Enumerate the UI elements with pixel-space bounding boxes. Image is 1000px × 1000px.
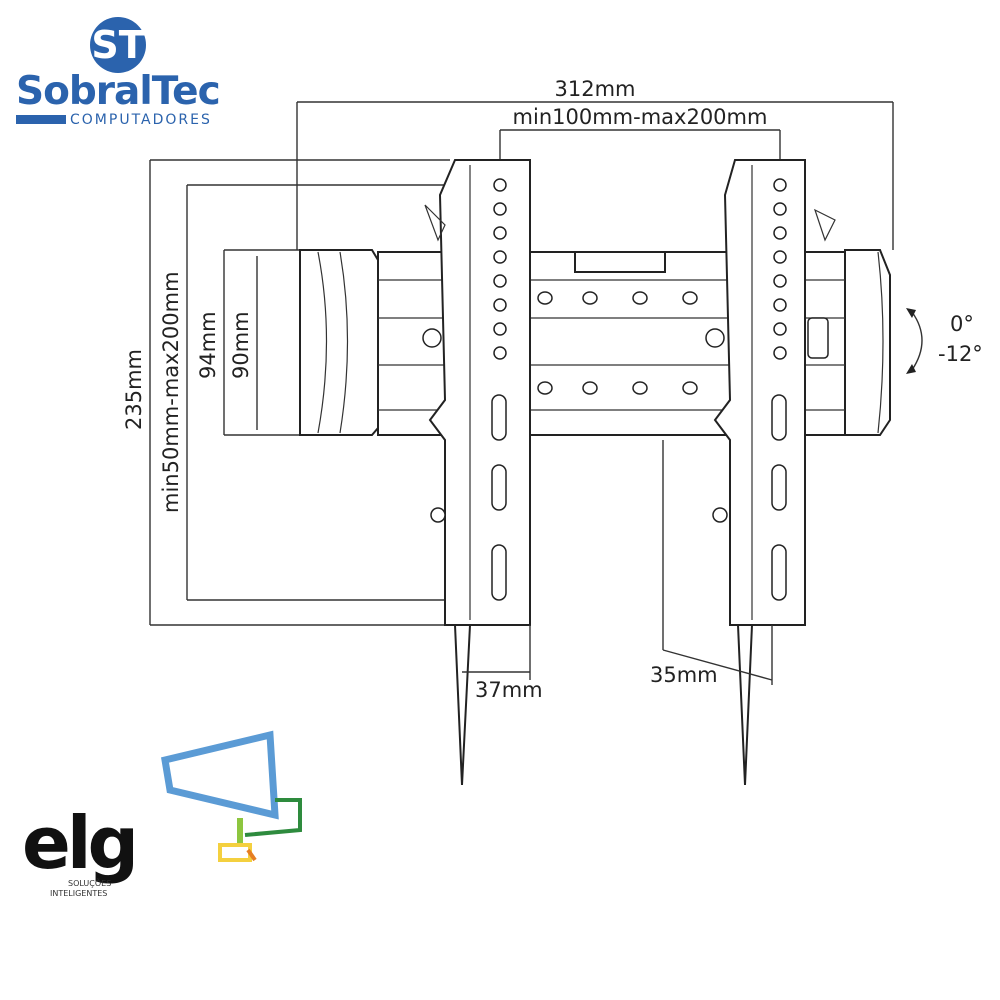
elg-logo-name: elg [22,801,139,885]
logo-monogram: ST [91,23,145,67]
sobraltec-logo-name: SobralTec [16,69,221,114]
left-vesa-plate [422,159,531,786]
sobraltec-logo-tagline: COMPUTADORES [70,112,212,128]
dimension-overall-height-lines [149,159,450,626]
label-block-height-outer: 94mm [196,311,220,379]
elg-logo-mark [161,730,302,862]
dimension-depth-wall-lines [462,625,531,680]
label-overall-width: 312mm [554,77,636,101]
elg-logo-tagline-2: INTELIGENTES [50,889,108,898]
right-vesa-plate [705,159,836,786]
label-block-height-inner: 90mm [229,311,253,379]
dimension-overall-width-lines [296,101,894,250]
tilt-arrow-icon [906,308,923,374]
left-wall-block [299,249,379,436]
sobraltec-logo-mark [16,17,146,124]
label-tilt-min: -12° [938,342,983,366]
label-vesa-vertical: min50mm-max200mm [159,271,183,513]
label-vesa-horizontal: min100mm-max200mm [512,105,768,129]
right-wall-block [844,249,891,436]
dimension-block-height-lines [223,249,300,436]
elg-logo-tagline-1: SOLUÇÕES [68,879,112,888]
label-depth-wall: 37mm [475,678,543,702]
dimension-depth-plate-lines [662,440,773,685]
label-overall-height: 235mm [122,349,146,431]
label-tilt-max: 0° [950,312,974,336]
label-depth-plate: 35mm [650,663,718,687]
